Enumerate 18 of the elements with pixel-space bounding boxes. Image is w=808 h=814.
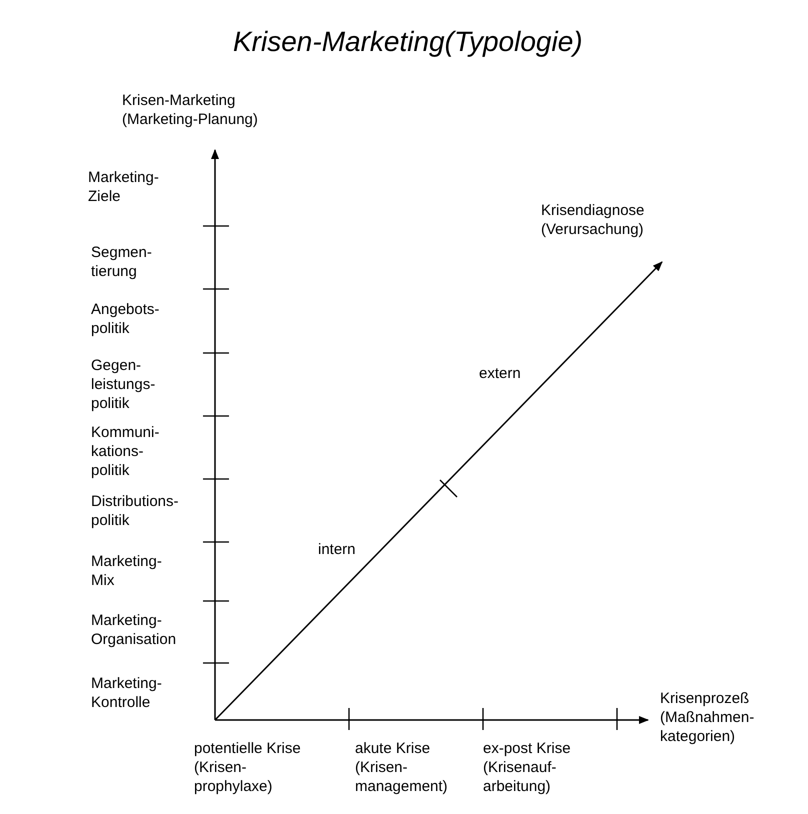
axis-region-label: extern bbox=[479, 364, 521, 383]
axis-category-label: Angebots- politik bbox=[91, 300, 160, 338]
axis-category-label: potentielle Krise (Krisen- prophylaxe) bbox=[194, 739, 302, 796]
diagram-title: Krisen-Marketing(Typologie) bbox=[233, 25, 583, 59]
axis-category-label: Gegen- leistungs- politik bbox=[91, 356, 156, 413]
axis-category-label: akute Krise (Krisen- management) bbox=[355, 739, 449, 796]
axis-category-label: Marketing- Kontrolle bbox=[91, 674, 162, 712]
axis-title: Krisen-Marketing (Marketing-Planung) bbox=[122, 91, 259, 129]
axis-region-label: intern bbox=[318, 540, 356, 559]
axis-category-label: ex-post Krise (Krisenauf- arbeitung) bbox=[483, 739, 572, 796]
axis-category-label: Marketing- Organisation bbox=[91, 611, 176, 649]
axis-category-label: Marketing- Ziele bbox=[88, 168, 159, 206]
axis-category-label: Distributions- politik bbox=[91, 492, 179, 530]
axis-category-label: Segmen- tierung bbox=[91, 243, 152, 281]
axis-category-label: Kommuni- kations- politik bbox=[91, 423, 160, 480]
axis-category-label: Marketing- Mix bbox=[91, 552, 162, 590]
axis-title: Krisendiagnose (Verursachung) bbox=[541, 201, 644, 239]
axis-title: Krisenprozeß (Maßnahmen- kategorien) bbox=[660, 689, 754, 746]
